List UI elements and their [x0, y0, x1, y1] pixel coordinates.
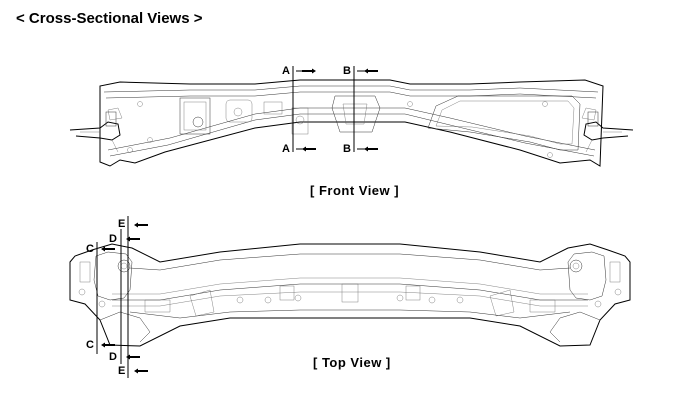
- top-view-caption: [ Top View ]: [313, 355, 391, 370]
- section-label-c-top: C: [86, 243, 94, 255]
- page-title: < Cross-Sectional Views >: [16, 10, 203, 27]
- section-label-b-bottom: B: [343, 143, 351, 155]
- section-label-d-top: D: [109, 233, 117, 245]
- section-label-e-top: E: [118, 218, 126, 230]
- section-label-e-bottom: E: [118, 365, 126, 377]
- top-view-drawing: [69, 216, 631, 378]
- section-label-b-top: B: [343, 65, 351, 77]
- section-label-c-bottom: C: [86, 339, 94, 351]
- section-label-a-top: A: [282, 65, 290, 77]
- front-view-caption: [ Front View ]: [310, 183, 400, 198]
- section-label-d-bottom: D: [109, 351, 117, 363]
- front-view-drawing: [69, 66, 634, 167]
- section-label-a-bottom: A: [282, 143, 290, 155]
